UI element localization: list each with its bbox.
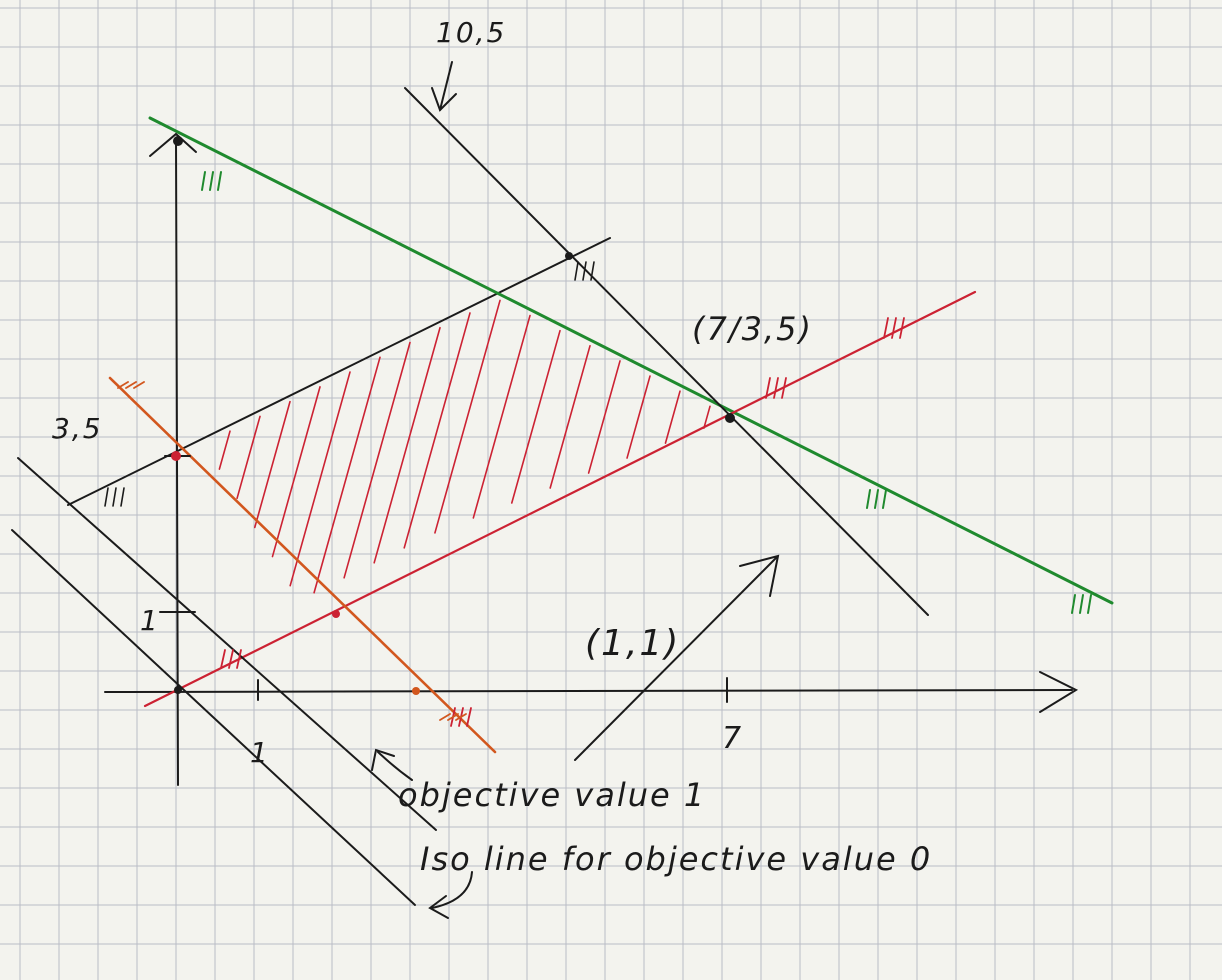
- hatch-stroke: [218, 430, 231, 470]
- side-mark: [590, 261, 595, 281]
- label-direction: (1,1): [585, 623, 680, 664]
- point-orange-x-axis: [412, 687, 420, 695]
- label-objective-value-1: objective value 1: [398, 776, 706, 814]
- side-mark: [220, 649, 226, 669]
- side-mark: [773, 377, 779, 399]
- side-mark: [1079, 594, 1084, 614]
- curved-arrow-left-icon: [371, 748, 413, 781]
- arrow-right-icon: [1039, 671, 1079, 713]
- black-constraint-line: [67, 237, 611, 506]
- orange-constraint-line: [108, 376, 497, 754]
- side-mark: [574, 261, 579, 281]
- hatch-stroke: [472, 314, 531, 519]
- side-mark: [883, 317, 889, 339]
- side-mark: [120, 487, 125, 507]
- label-iso-objective-0: Iso line for objective value 0: [420, 840, 932, 878]
- side-mark: [236, 649, 242, 669]
- hatch-stroke: [373, 326, 441, 564]
- side-mark: [112, 487, 117, 507]
- label-y-1: 1: [140, 604, 160, 637]
- hatch-stroke: [587, 360, 621, 474]
- side-mark: [133, 381, 145, 389]
- label-x-1: 1: [250, 736, 270, 769]
- hatch-stroke: [626, 375, 651, 459]
- point-3-5: [171, 451, 181, 461]
- side-mark: [866, 489, 871, 509]
- side-mark: [117, 381, 129, 389]
- side-mark: [439, 713, 451, 721]
- label-iso-10-5: 10,5: [436, 16, 506, 49]
- hatch-stroke: [236, 415, 261, 500]
- hatch-stroke: [271, 386, 321, 558]
- point-optimum: [725, 413, 735, 423]
- y-axis: [175, 137, 179, 786]
- side-mark: [899, 317, 905, 339]
- label-x-7: 7: [722, 721, 743, 756]
- arrow-up-icon: [149, 132, 197, 157]
- side-mark: [765, 377, 771, 399]
- hatch-stroke: [313, 356, 381, 594]
- side-mark: [1087, 594, 1092, 614]
- point-orange-red: [332, 610, 340, 618]
- label-optimal-vertex: (7/3,5): [692, 310, 813, 348]
- arrow-up-right-icon: [739, 554, 780, 597]
- hatch-stroke: [343, 341, 411, 579]
- side-mark: [466, 707, 472, 727]
- point-origin: [174, 686, 182, 694]
- side-mark: [1071, 594, 1076, 614]
- side-mark: [217, 171, 222, 191]
- red-constraint-line: [143, 290, 977, 708]
- side-mark: [781, 377, 787, 399]
- curved-arrow-left-icon-2: [428, 871, 473, 919]
- label-y-3-5: 3,5: [52, 412, 103, 445]
- hatch-stroke: [664, 390, 681, 444]
- side-mark: [201, 171, 206, 191]
- iso-line-10-5: [404, 87, 929, 616]
- point-iso-black: [565, 252, 573, 260]
- side-mark: [891, 317, 897, 339]
- feasible-region-hatching: [218, 299, 711, 594]
- hatch-stroke: [703, 405, 711, 429]
- side-mark: [228, 649, 234, 669]
- arrow-down-icon: [431, 61, 457, 112]
- side-mark: [104, 487, 109, 507]
- side-mark: [455, 713, 467, 721]
- point-y-axis-green: [173, 136, 183, 146]
- hatch-stroke: [510, 329, 561, 504]
- side-mark: [447, 713, 459, 721]
- green-constraint-line: [148, 116, 1114, 605]
- side-mark: [209, 171, 214, 191]
- iso-line-objective-1: [17, 457, 437, 831]
- side-mark: [582, 261, 587, 281]
- hatch-stroke: [403, 312, 471, 549]
- hatch-stroke: [253, 400, 291, 529]
- side-mark: [874, 489, 879, 509]
- hatch-stroke: [434, 299, 501, 534]
- constraint-side-marks: [104, 171, 1092, 727]
- hatch-stroke: [289, 371, 351, 587]
- objective-direction-vector: [574, 557, 777, 761]
- x-axis: [104, 689, 1073, 693]
- side-mark: [125, 381, 137, 389]
- intersection-points: [171, 136, 735, 695]
- hatch-stroke: [549, 345, 591, 489]
- side-mark: [882, 489, 887, 509]
- iso-line-objective-0: [11, 529, 416, 906]
